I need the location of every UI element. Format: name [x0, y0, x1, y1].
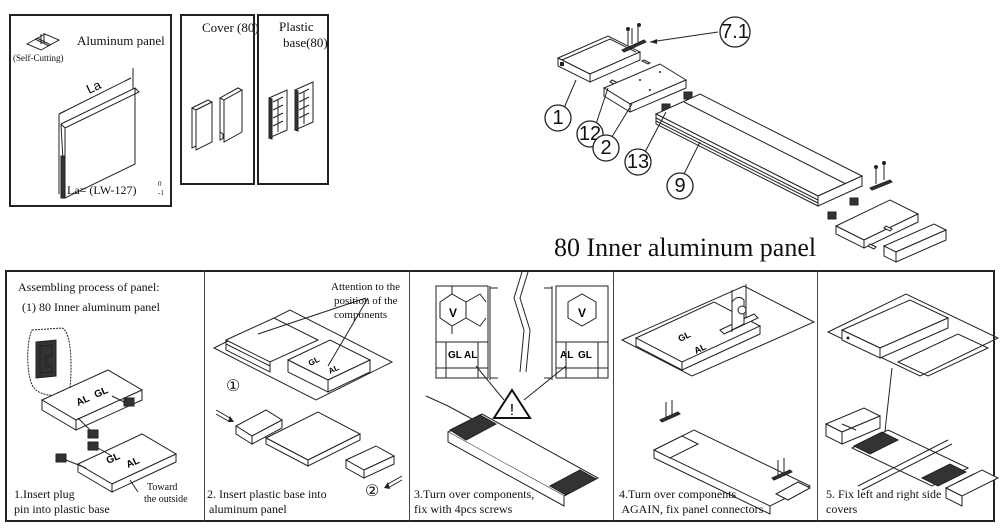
cover-drawing	[190, 87, 244, 151]
step-2-annotation-line1: Attention to the	[331, 281, 401, 293]
callout-13: 13	[624, 148, 652, 176]
divider-4	[817, 271, 818, 521]
aluminum-panel-drawing: La	[58, 68, 140, 199]
assembly-heading: Assembling process of panel:	[18, 280, 160, 294]
base-detail-left: V GL AL	[435, 285, 489, 379]
svg-text:7.1: 7.1	[721, 21, 749, 43]
panel-connector-left	[621, 23, 647, 53]
self-cutting-label: (Self-Cutting)	[13, 53, 64, 63]
svg-text:GL: GL	[307, 355, 321, 368]
step-1-caption-line2: pin into plastic base	[14, 502, 110, 516]
plastic-base-title-line1: Plastic	[279, 19, 314, 34]
svg-text:GL: GL	[448, 350, 462, 361]
svg-text:AL: AL	[125, 455, 142, 470]
la-formula: La= (LW-127)	[67, 183, 137, 197]
step-4-caption-line2: AGAIN, fix panel connectors	[619, 502, 764, 516]
cover-box: Cover (80)	[180, 14, 259, 185]
divider-2	[409, 271, 410, 521]
svg-text:!: !	[510, 402, 514, 419]
self-cutting-tool-icon	[25, 33, 61, 51]
step-1-annotation-line2: the outside	[144, 494, 188, 505]
assembly-subheading: (1) 80 Inner aluminum panel	[22, 300, 160, 314]
plastic-base-left	[602, 63, 688, 113]
svg-text:9: 9	[674, 175, 685, 197]
long-aluminum-panel	[654, 93, 864, 207]
svg-text:2: 2	[600, 137, 611, 159]
end-cover-right	[882, 223, 948, 263]
step-4-caption-line1: 4.Turn over components	[619, 487, 737, 501]
svg-text:V: V	[449, 306, 457, 320]
step-2-caption-line2: aluminum panel	[209, 502, 287, 516]
plastic-base-drawing	[268, 81, 314, 140]
assembly-process-frame	[5, 270, 995, 522]
tolerance-upper: 0	[158, 180, 162, 188]
callout-9: 9	[666, 172, 694, 200]
callout-2: 2	[592, 134, 620, 162]
svg-text:AL: AL	[327, 363, 341, 376]
tolerance-lower: -1	[158, 189, 164, 197]
la-dimension-label: La	[84, 77, 104, 97]
step-5-caption-line1: 5. Fix left and right side	[826, 487, 942, 501]
aluminum-panel-box: (Self-Cutting) Aluminum panel La La= (LW…	[9, 14, 172, 207]
warning-icon: !	[492, 388, 532, 419]
divider-1	[204, 271, 205, 521]
panel-connector-right	[869, 161, 893, 191]
svg-text:1: 1	[552, 107, 563, 129]
base-detail-right: V AL GL	[544, 285, 609, 380]
aluminum-panel-title: Aluminum panel	[77, 33, 165, 48]
svg-text:GL: GL	[93, 385, 110, 401]
svg-text:GL: GL	[105, 451, 122, 467]
step-1-annotation-line1: Toward	[147, 482, 178, 493]
step-5-caption-line2: covers	[826, 502, 858, 516]
step-1-drawing: AL GL GL AL	[27, 327, 178, 493]
step-2-marker-1: ①	[226, 378, 241, 395]
step-2-marker-2: ②	[365, 483, 380, 500]
svg-text:AL: AL	[75, 393, 92, 408]
plastic-base-right	[834, 199, 920, 249]
step-3-caption-line2: fix with 4pcs screws	[414, 502, 513, 516]
step-2-drawing: GL AL	[212, 297, 403, 489]
plastic-base-title-line2: base(80)	[283, 35, 328, 50]
step-3-caption-line1: 3.Turn over components,	[414, 487, 535, 501]
end-cover-left	[556, 35, 642, 83]
exploded-view-title: 80 Inner aluminum panel	[554, 233, 817, 262]
step-2-annotation-line3: components	[334, 309, 388, 321]
svg-text:AL: AL	[692, 341, 708, 355]
svg-text:13: 13	[627, 151, 649, 173]
step-4-drawing: GL AL	[620, 284, 816, 515]
exploded-view-drawing: 7.1 1 12 2 13 9	[544, 16, 948, 263]
plastic-base-box: Plastic base(80)	[257, 14, 329, 185]
step-5-drawing	[824, 293, 1000, 507]
svg-text:V: V	[578, 306, 586, 320]
callout-7-1: 7.1	[719, 16, 751, 48]
divider-3	[613, 271, 614, 521]
step-1-caption-line1: 1.Insert plug	[14, 487, 75, 501]
svg-text:AL: AL	[560, 350, 573, 361]
svg-text:AL: AL	[464, 350, 477, 361]
step-3-drawing: V GL AL V AL GL !	[425, 271, 609, 507]
cover-title: Cover (80)	[202, 20, 259, 35]
callout-1: 1	[544, 104, 572, 132]
step-2-caption-line1: 2. Insert plastic base into	[207, 487, 327, 501]
svg-text:GL: GL	[578, 350, 592, 361]
